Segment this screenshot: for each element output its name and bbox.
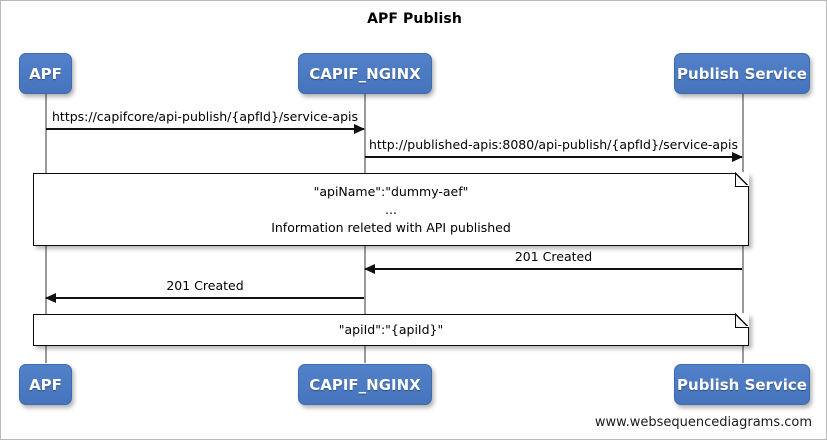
arrowhead-left-icon [364,264,375,274]
participant-label: Publish Service [677,64,807,83]
note-fold-icon [735,313,749,328]
footer-credit: www.websequencediagrams.com [594,415,812,430]
participant-capif-nginx-bottom[interactable]: CAPIF_NGINX [298,364,432,405]
note-line: Information releted with API published [271,220,511,236]
note-line: ... [385,202,397,218]
participant-capif-nginx-top[interactable]: CAPIF_NGINX [298,53,432,94]
message-line [365,156,742,158]
note-request-payload: "apiName":"dummy-aef" ... Information re… [33,172,749,246]
note-line: "apiName":"dummy-aef" [313,184,469,199]
arrowhead-right-icon [354,124,365,134]
participant-label: CAPIF_NGINX [309,64,421,83]
message-label: https://capifcore/api-publish/{apfId}/se… [52,109,358,124]
message-line [46,128,364,130]
participant-apf-bottom[interactable]: APF [19,364,72,405]
arrowhead-right-icon [732,152,743,162]
participant-label: APF [29,375,62,394]
participant-label: APF [29,64,62,83]
participant-label: Publish Service [677,375,807,394]
note-fold-icon [735,172,749,187]
participant-label: CAPIF_NGINX [309,375,421,394]
participant-publish-service-bottom[interactable]: Publish Service [674,364,810,405]
arrowhead-left-icon [45,293,56,303]
note-line: "apiId":"{apiId}" [338,322,444,337]
participant-publish-service-top[interactable]: Publish Service [674,53,810,94]
message-line [365,268,742,270]
page-title: APF Publish [367,11,462,27]
message-label: http://published-apis:8080/api-publish/{… [369,137,738,152]
participant-apf-top[interactable]: APF [19,53,72,94]
message-label: 201 Created [166,278,244,293]
message-label: 201 Created [514,249,593,264]
message-line [46,297,364,299]
note-response-payload: "apiId":"{apiId}" [33,313,749,346]
